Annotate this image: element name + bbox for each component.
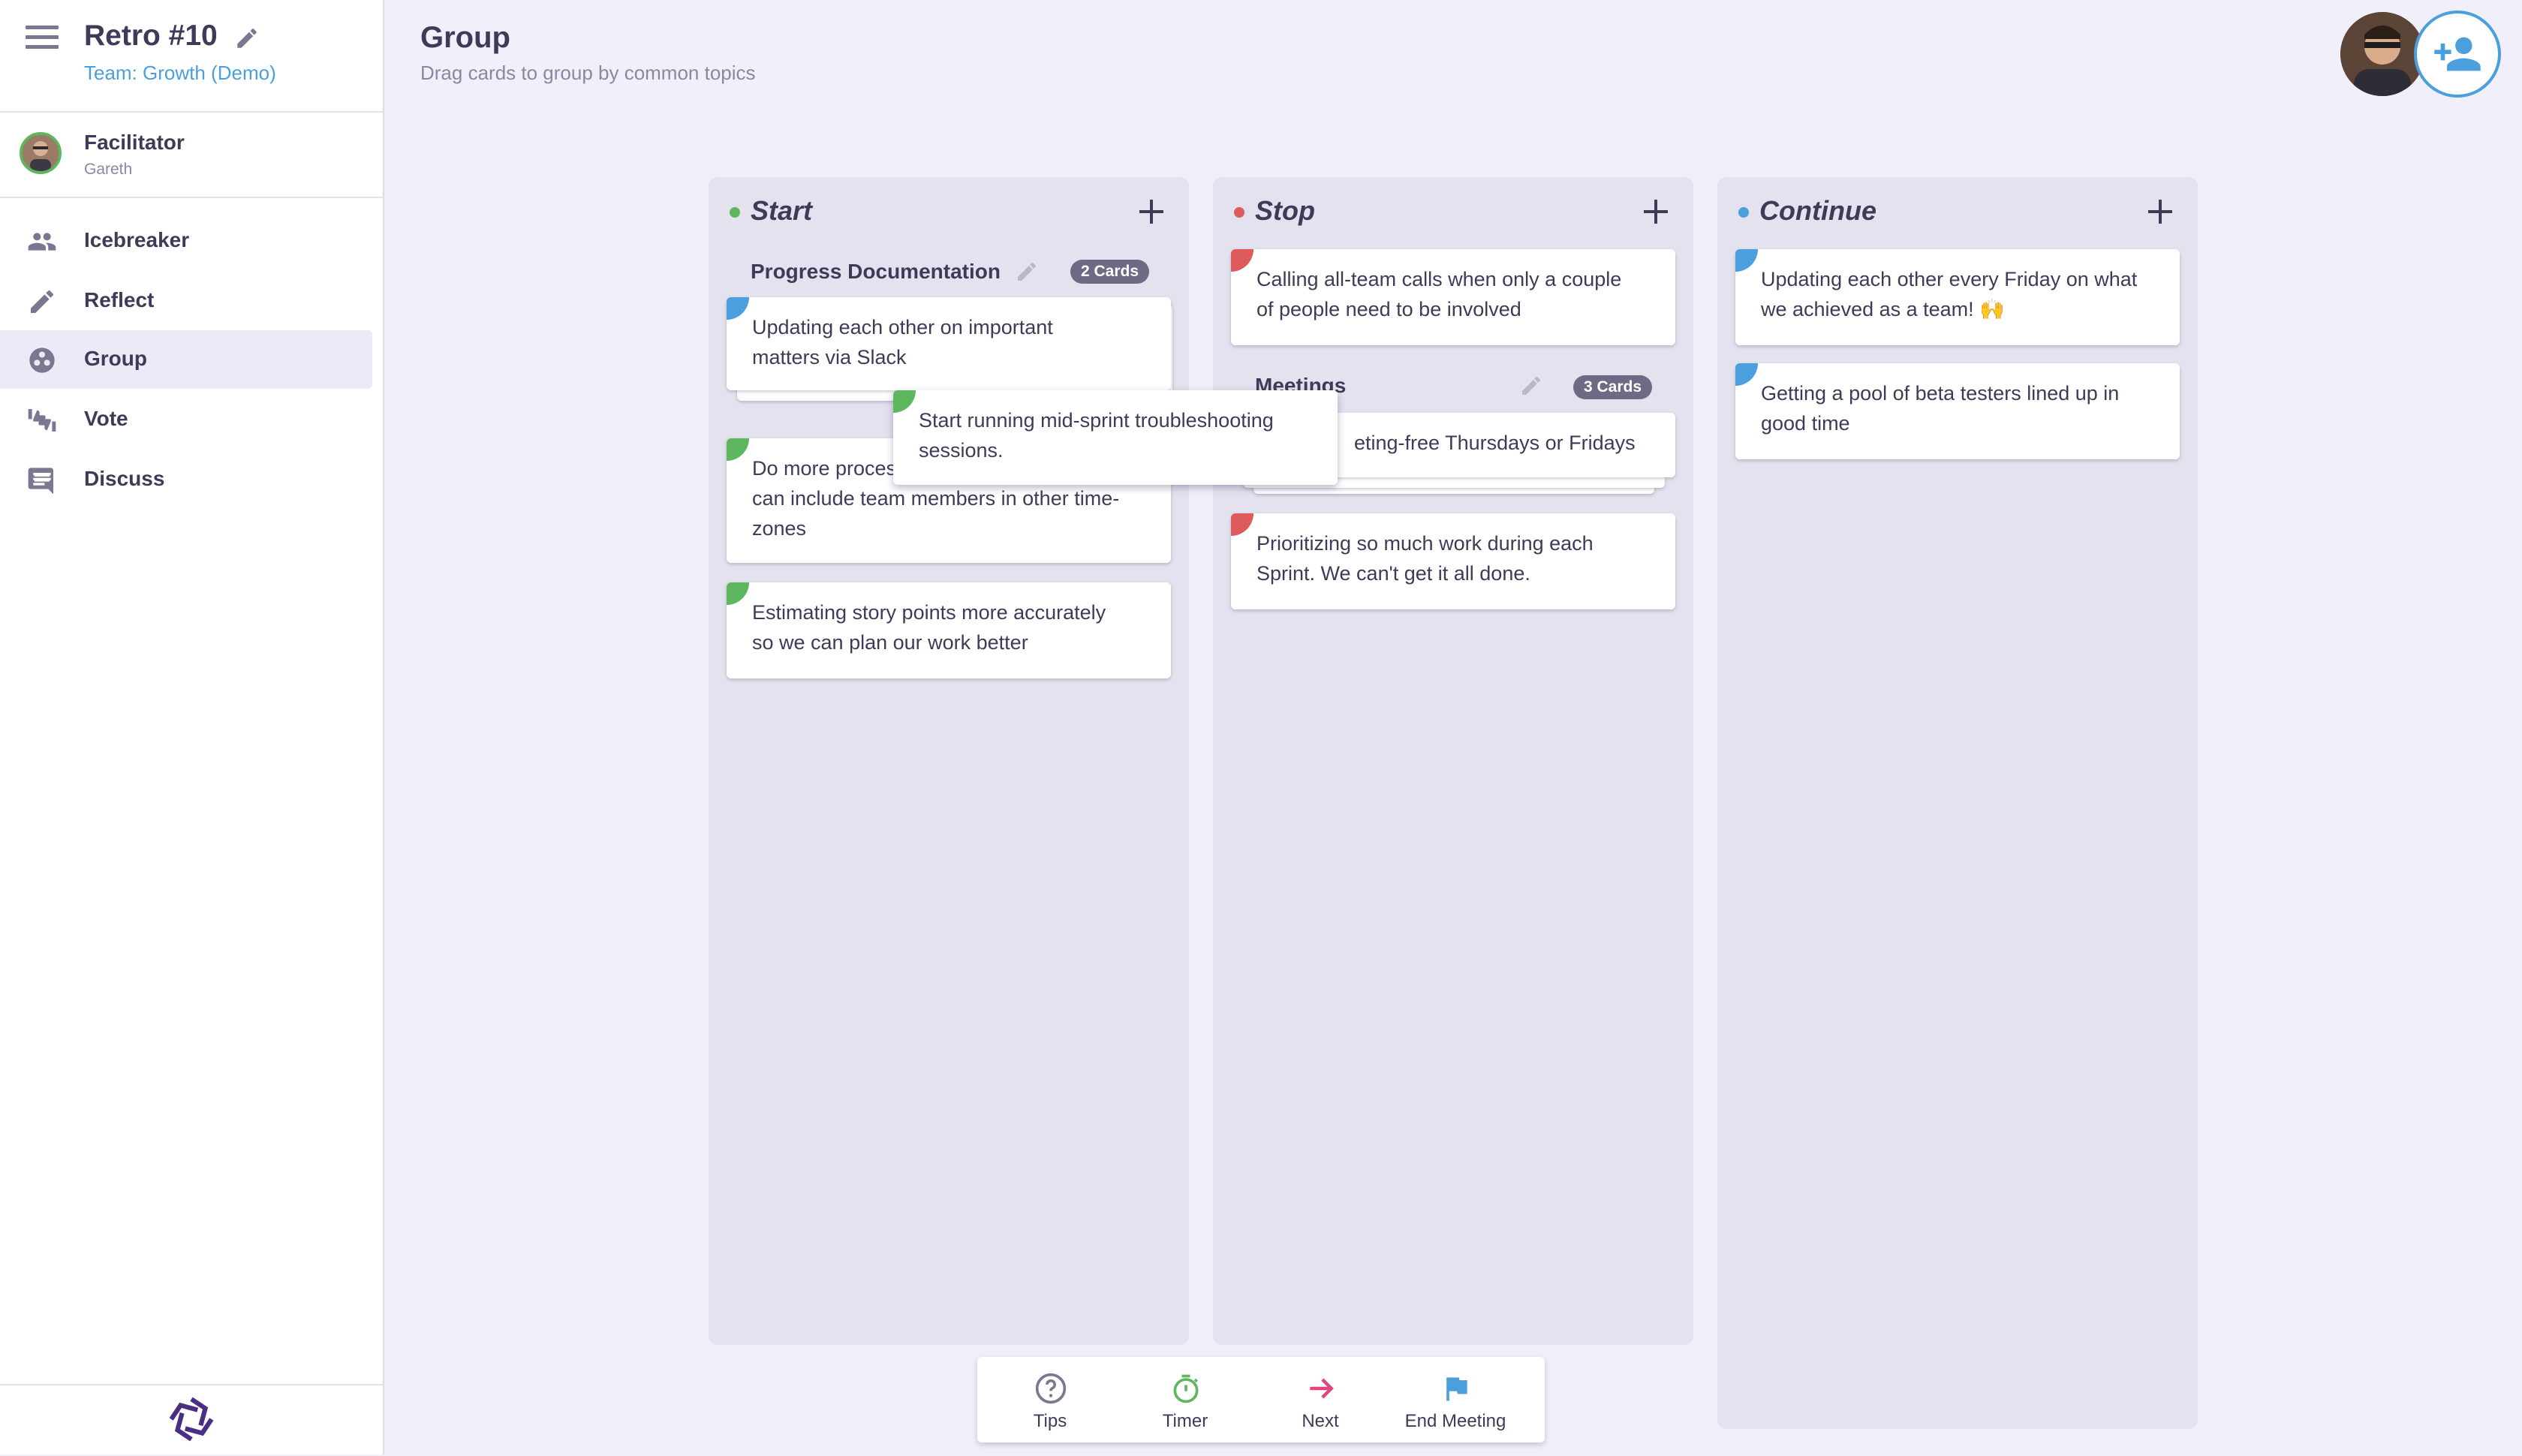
card-color-tag xyxy=(893,390,916,413)
card-text-line: of people need to be involved xyxy=(1256,298,1521,320)
card-color-tag xyxy=(1735,363,1758,386)
column-title: Stop xyxy=(1255,195,1315,226)
group-card-count-badge: 2 Cards xyxy=(1070,260,1150,284)
edit-title-pencil-icon[interactable] xyxy=(234,26,260,51)
comment-icon xyxy=(28,468,53,495)
nav-label: Reflect xyxy=(84,288,155,311)
group-card-count-badge: 3 Cards xyxy=(1573,375,1653,399)
tips-button[interactable]: Tips xyxy=(986,1357,1114,1442)
card-color-tag xyxy=(727,582,749,605)
card-text-line: Updating each other every Friday on what xyxy=(1761,268,2138,290)
card-color-tag xyxy=(1735,249,1758,272)
column-stop: Stop xyxy=(1213,177,1693,1345)
add-participant-button[interactable] xyxy=(2414,11,2501,98)
tips-label: Tips xyxy=(1033,1411,1067,1431)
edit-group-pencil-icon[interactable] xyxy=(1015,260,1039,284)
card-text-line: we achieved as a team! 🙌 xyxy=(1761,298,2005,320)
card-color-tag xyxy=(727,297,749,320)
nav-item-reflect[interactable]: Reflect xyxy=(0,272,372,330)
nav-label: Icebreaker xyxy=(84,228,190,251)
reflection-card[interactable]: Updating each other every Friday on what… xyxy=(1735,249,2180,345)
arrow-right-icon xyxy=(1310,1378,1334,1399)
meeting-title: Retro #10 xyxy=(84,20,218,52)
sidebar: Retro #10 Team: Growth (Demo) Facilitato… xyxy=(0,0,384,1454)
facilitator-label: Facilitator xyxy=(84,131,185,154)
nav-item-group[interactable]: Group xyxy=(0,330,372,389)
add-person-icon xyxy=(2434,37,2481,71)
card-text-line: zones xyxy=(752,517,807,540)
bottom-action-bar: Tips Timer Next End Meeting xyxy=(977,1357,1545,1442)
timer-button[interactable]: Timer xyxy=(1121,1357,1249,1442)
card-text-line: Prioritizing so much work during each xyxy=(1256,532,1594,555)
app-logo-icon[interactable] xyxy=(167,1394,216,1444)
group-icon xyxy=(29,347,55,373)
timer-label: Timer xyxy=(1162,1411,1208,1431)
add-card-button[interactable] xyxy=(1136,197,1166,227)
reflection-card[interactable]: Calling all-team calls when only a coupl… xyxy=(1231,249,1675,345)
thumbs-icon xyxy=(28,409,56,432)
reflection-card[interactable]: Getting a pool of beta testers lined up … xyxy=(1735,363,2180,459)
nav-label: Group xyxy=(84,347,147,370)
reflection-card[interactable]: Estimating story points more accurately … xyxy=(727,582,1171,678)
card-text-line: matters via Slack xyxy=(752,346,907,369)
card-text-line: so we can plan our work better xyxy=(752,631,1028,654)
facilitator-section[interactable] xyxy=(0,113,383,198)
card-text-line: Sprint. We can't get it all done. xyxy=(1256,562,1530,585)
card-color-tag xyxy=(727,438,749,461)
card-text-line: can include team members in other time- xyxy=(752,487,1120,510)
flag-icon xyxy=(1446,1377,1467,1401)
hamburger-menu-icon[interactable] xyxy=(26,26,59,53)
sidebar-footer xyxy=(0,1384,383,1456)
column-title: Start xyxy=(751,195,813,226)
stopwatch-icon xyxy=(1173,1374,1199,1403)
facilitator-avatar xyxy=(20,132,62,174)
end-meeting-button[interactable]: End Meeting xyxy=(1392,1357,1519,1442)
next-button[interactable]: Next xyxy=(1256,1357,1384,1442)
continue-dot-icon xyxy=(1738,207,1749,218)
start-dot-icon xyxy=(730,207,740,218)
card-color-tag xyxy=(1231,249,1253,272)
card-text-line: eting-free Thursdays or Fridays xyxy=(1354,432,1636,454)
card-text-line: Updating each other on important xyxy=(752,316,1053,338)
group-title[interactable]: Progress Documentation xyxy=(751,260,1001,283)
nav-item-discuss[interactable]: Discuss xyxy=(0,450,372,509)
page-subtitle: Drag cards to group by common topics xyxy=(420,62,756,84)
facilitator-name: Gareth xyxy=(84,161,133,178)
end-meeting-label: End Meeting xyxy=(1404,1411,1506,1431)
user-avatar[interactable] xyxy=(2340,12,2424,96)
nav-label: Vote xyxy=(84,407,128,430)
sidebar-header: Retro #10 Team: Growth (Demo) xyxy=(0,0,383,113)
card-text-line: good time xyxy=(1761,412,1850,435)
add-card-button[interactable] xyxy=(2145,197,2175,227)
stop-dot-icon xyxy=(1234,207,1244,218)
people-icon xyxy=(28,233,56,251)
team-link[interactable]: Team: Growth (Demo) xyxy=(84,62,276,84)
next-label: Next xyxy=(1302,1411,1339,1431)
edit-group-pencil-icon[interactable] xyxy=(1519,374,1543,398)
nav-label: Discuss xyxy=(84,467,165,490)
reflection-card[interactable]: Updating each other on important matters… xyxy=(727,297,1171,390)
card-text-line: Do more proces xyxy=(752,457,897,480)
dragging-card[interactable]: Start running mid-sprint troubleshooting… xyxy=(893,390,1338,485)
card-text-line: sessions. xyxy=(919,439,1004,462)
nav-item-vote[interactable]: Vote xyxy=(0,390,372,449)
pencil-icon xyxy=(31,290,54,313)
reflection-card[interactable]: Prioritizing so much work during each Sp… xyxy=(1231,513,1675,609)
column-title: Continue xyxy=(1759,195,1876,226)
nav-item-icebreaker[interactable]: Icebreaker xyxy=(0,212,372,270)
page-title: Group xyxy=(420,21,510,54)
help-circle-icon xyxy=(1035,1373,1067,1404)
card-color-tag xyxy=(1231,513,1253,536)
card-text-line: Calling all-team calls when only a coupl… xyxy=(1256,268,1622,290)
card-text-line: Start running mid-sprint troubleshooting xyxy=(919,409,1274,432)
card-text-line: Getting a pool of beta testers lined up … xyxy=(1761,382,2120,405)
add-card-button[interactable] xyxy=(1641,197,1671,227)
card-text-line: Estimating story points more accurately xyxy=(752,601,1106,624)
